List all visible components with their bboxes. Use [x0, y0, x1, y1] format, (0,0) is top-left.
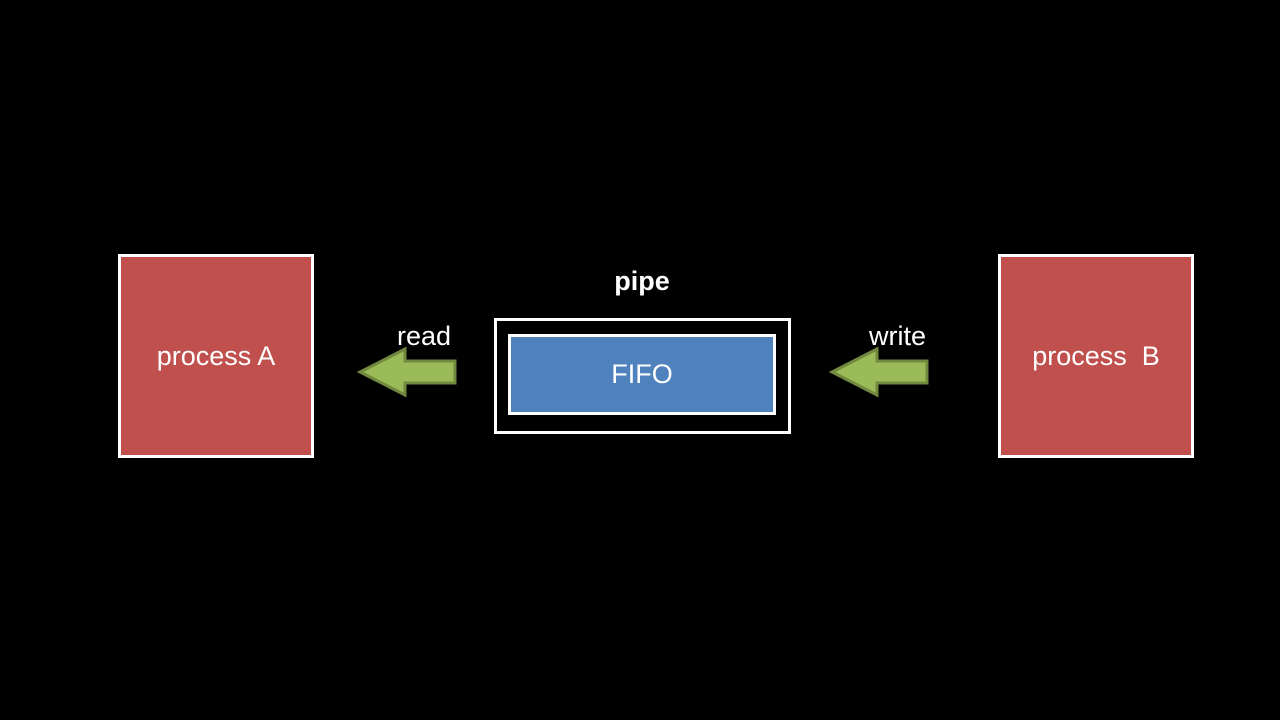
- process-a-label: process A: [156, 340, 276, 371]
- process-b-label: process B: [1032, 340, 1160, 371]
- read-label: read: [397, 321, 452, 351]
- process-b-box: process B: [998, 254, 1194, 458]
- pipe-label: pipe: [614, 266, 670, 296]
- write-label: write: [869, 321, 927, 351]
- write-arrow-icon: [828, 346, 929, 398]
- fifo-box: FIFO: [508, 334, 776, 415]
- process-a-box: process A: [118, 254, 314, 458]
- fifo-label: FIFO: [611, 359, 673, 389]
- read-arrow-icon: [356, 346, 457, 398]
